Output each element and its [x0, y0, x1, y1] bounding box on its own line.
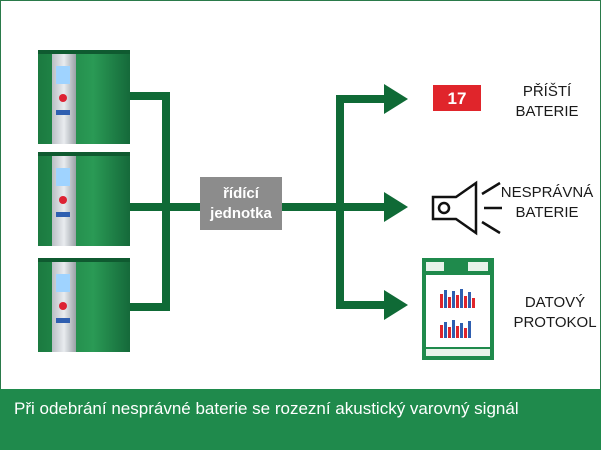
- battery-charger-icon: [38, 258, 130, 352]
- control-unit-box: řídící jednotka: [200, 177, 282, 230]
- output-arrows: [282, 84, 408, 320]
- mini-bar-chart-top: [440, 289, 475, 308]
- charger-1: [38, 50, 130, 144]
- output-label-line1: PŘÍŠTÍ: [522, 83, 572, 100]
- control-unit-line1: řídící: [223, 185, 260, 202]
- horn-icon: [431, 180, 502, 236]
- mini-bar-chart-bottom: [440, 320, 471, 338]
- output-label-line1: NESPRÁVNÁ: [500, 184, 594, 201]
- caption-text: Při odebrání nesprávné baterie se rozezn…: [14, 399, 519, 418]
- input-connectors: [130, 92, 200, 311]
- output-label-wrong-battery: NESPRÁVNÁ BATERIE: [497, 183, 597, 223]
- charger-2: [38, 152, 130, 246]
- output-label-line1: DATOVÝ: [524, 294, 586, 311]
- output-label-next-battery: PŘÍŠTÍ BATERIE: [512, 82, 582, 122]
- output-label-data-protocol: DATOVÝ PROTOKOL: [510, 293, 600, 333]
- output-label-line2: BATERIE: [515, 103, 579, 120]
- control-unit-line2: jednotka: [209, 205, 272, 222]
- charger-3: [38, 258, 130, 352]
- battery-charger-icon: [38, 152, 130, 246]
- data-sheet-icon: [422, 258, 494, 360]
- output-label-line2: PROTOKOL: [513, 314, 597, 331]
- flow-diagram: řídící jednotka 17: [38, 50, 502, 360]
- badge-17-icon: 17: [433, 85, 481, 111]
- badge-number: 17: [448, 89, 467, 108]
- caption-bar: Při odebrání nesprávné baterie se rozezn…: [0, 389, 601, 450]
- output-label-line2: BATERIE: [515, 204, 579, 221]
- battery-charger-icon: [38, 50, 130, 144]
